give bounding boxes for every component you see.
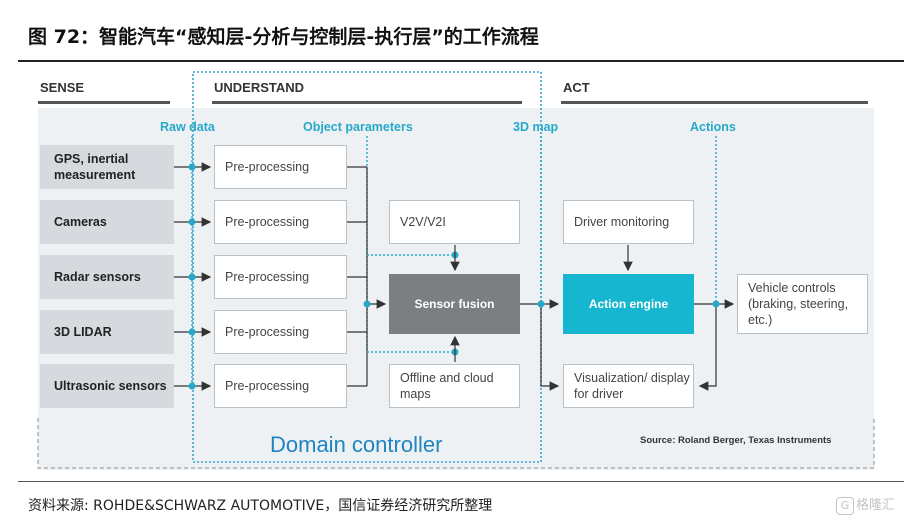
sensor-lidar: 3D LIDAR [40, 310, 174, 354]
domain-controller-label: Domain controller [270, 432, 443, 457]
section-act: ACT [563, 80, 590, 95]
diagram-source: Source: Roland Berger, Texas Instruments [640, 435, 832, 446]
sensor-gps-imu: GPS, inertial measurement [40, 145, 174, 189]
preprocessing-block: Pre-processing [214, 255, 347, 299]
v2v-v2i-block: V2V/V2I [389, 200, 520, 244]
action-engine-block: Action engine [563, 274, 694, 334]
watermark-logo-icon: G [836, 496, 854, 515]
flow-label-3d-map: 3D map [513, 120, 559, 134]
watermark-text: 格隆汇 [856, 498, 896, 513]
sensor-radar: Radar sensors [40, 255, 174, 299]
top-rule [18, 60, 904, 62]
driver-monitoring-block: Driver monitoring [563, 200, 694, 244]
offline-cloud-maps-block: Offline and cloud maps [389, 364, 520, 408]
section-act-rule [561, 101, 868, 104]
flow-label-raw-data: Raw data [160, 120, 215, 134]
visualization-display-block: Visualization/ display for driver [563, 364, 694, 408]
figure-title: 图 72：智能汽车“感知层-分析与控制层-执行层”的工作流程 [28, 26, 539, 48]
sensor-cameras: Cameras [40, 200, 174, 244]
preprocessing-block: Pre-processing [214, 310, 347, 354]
sensor-fusion-block: Sensor fusion [389, 274, 520, 334]
section-understand: UNDERSTAND [214, 80, 305, 95]
flow-label-object-parameters: Object parameters [303, 120, 413, 134]
flow-label-actions: Actions [690, 120, 736, 134]
sensor-ultrasonic: Ultrasonic sensors [40, 364, 174, 408]
footer-source: 资料来源: ROHDE&SCHWARZ AUTOMOTIVE，国信证券经济研究所… [28, 498, 493, 514]
preprocessing-block: Pre-processing [214, 200, 347, 244]
preprocessing-block: Pre-processing [214, 364, 347, 408]
section-understand-rule [212, 101, 522, 104]
section-sense-rule [38, 101, 170, 104]
vehicle-controls-block: Vehicle controls (braking, steering, etc… [737, 274, 868, 334]
domain-controller-outline [192, 71, 542, 463]
bottom-rule [18, 481, 904, 482]
preprocessing-block: Pre-processing [214, 145, 347, 189]
section-sense: SENSE [40, 80, 85, 95]
